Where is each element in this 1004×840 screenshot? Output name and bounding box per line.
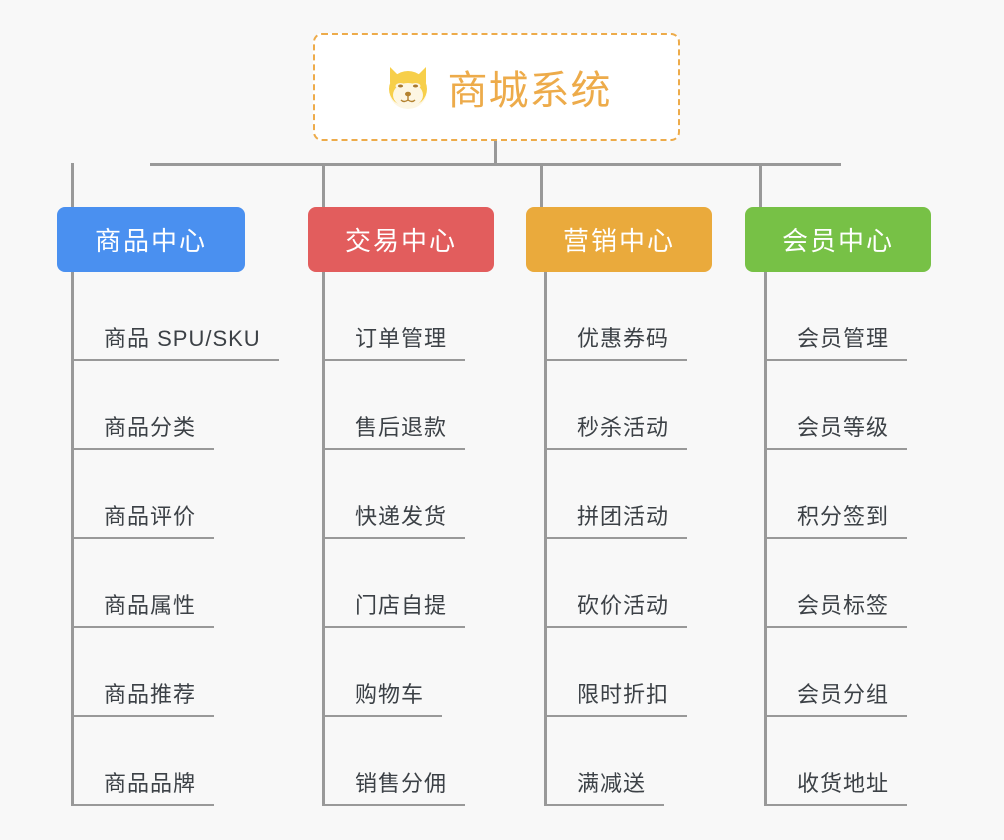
leaf-item-label: 满减送 xyxy=(577,771,647,796)
leaf-underline: 会员标签 xyxy=(767,588,908,628)
root-node-shop-system[interactable]: 商城系统 xyxy=(313,33,680,141)
leaf-item[interactable]: 限时折扣 xyxy=(547,628,688,717)
leaf-item[interactable]: 购物车 xyxy=(325,628,443,717)
category-box-2[interactable]: 交易中心 xyxy=(308,207,494,272)
leaf-item-label: 门店自提 xyxy=(355,593,448,618)
shiba-dog-face-icon xyxy=(382,61,434,113)
leaf-item[interactable]: 优惠券码 xyxy=(547,272,688,361)
leaf-item[interactable]: 商品评价 xyxy=(74,450,215,539)
leaf-spine xyxy=(71,272,74,806)
leaf-item-label: 拼团活动 xyxy=(577,504,670,529)
leaf-underline: 购物车 xyxy=(325,677,443,717)
leaf-item[interactable]: 收货地址 xyxy=(767,717,908,806)
leaf-underline: 商品评价 xyxy=(74,499,215,539)
leaf-item[interactable]: 商品分类 xyxy=(74,361,215,450)
leaf-underline: 会员管理 xyxy=(767,321,908,361)
connector-drop-2 xyxy=(322,163,325,208)
leaf-spine xyxy=(544,272,547,806)
leaf-underline: 优惠券码 xyxy=(547,321,688,361)
leaf-item-label: 商品品牌 xyxy=(104,771,197,796)
leaf-spine xyxy=(764,272,767,806)
leaf-underline: 积分签到 xyxy=(767,499,908,539)
leaf-underline: 会员等级 xyxy=(767,410,908,450)
leaf-underline: 商品 SPU/SKU xyxy=(74,321,279,361)
leaf-item[interactable]: 订单管理 xyxy=(325,272,466,361)
leaf-item[interactable]: 商品推荐 xyxy=(74,628,215,717)
leaf-item[interactable]: 销售分佣 xyxy=(325,717,466,806)
leaf-item[interactable]: 拼团活动 xyxy=(547,450,688,539)
leaf-spine xyxy=(322,272,325,806)
connector-root-stem xyxy=(494,141,497,165)
leaf-item-label: 商品评价 xyxy=(104,504,197,529)
connector-drop-1 xyxy=(71,163,74,208)
leaf-item-label: 售后退款 xyxy=(355,415,448,440)
leaf-item-label: 购物车 xyxy=(355,682,425,707)
leaf-item[interactable]: 满减送 xyxy=(547,717,665,806)
leaf-underline: 拼团活动 xyxy=(547,499,688,539)
leaf-underline: 秒杀活动 xyxy=(547,410,688,450)
leaf-item-label: 销售分佣 xyxy=(355,771,448,796)
leaf-item[interactable]: 会员管理 xyxy=(767,272,908,361)
category-label: 会员中心 xyxy=(781,226,894,256)
leaf-item[interactable]: 快递发货 xyxy=(325,450,466,539)
leaf-item-label: 会员管理 xyxy=(797,326,890,351)
leaf-item[interactable]: 会员标签 xyxy=(767,539,908,628)
leaf-underline: 满减送 xyxy=(547,766,665,806)
leaf-underline: 订单管理 xyxy=(325,321,466,361)
leaf-item-label: 收货地址 xyxy=(797,771,890,796)
leaf-item[interactable]: 会员等级 xyxy=(767,361,908,450)
leaf-underline: 会员分组 xyxy=(767,677,908,717)
leaf-item-label: 商品 SPU/SKU xyxy=(104,326,261,351)
leaf-item-label: 商品推荐 xyxy=(104,682,197,707)
category-box-3[interactable]: 营销中心 xyxy=(526,207,712,272)
leaf-item-label: 会员分组 xyxy=(797,682,890,707)
leaf-underline: 砍价活动 xyxy=(547,588,688,628)
category-label: 商品中心 xyxy=(94,226,207,256)
category-box-1[interactable]: 商品中心 xyxy=(57,207,245,272)
root-title: 商城系统 xyxy=(447,69,612,113)
leaf-item-label: 订单管理 xyxy=(355,326,448,351)
leaf-underline: 收货地址 xyxy=(767,766,908,806)
leaf-item[interactable]: 商品 SPU/SKU xyxy=(74,272,279,361)
leaf-item-label: 快递发货 xyxy=(355,504,448,529)
leaf-item[interactable]: 商品属性 xyxy=(74,539,215,628)
leaf-item-label: 限时折扣 xyxy=(577,682,670,707)
leaf-item-label: 砍价活动 xyxy=(577,593,670,618)
leaf-item-label: 积分签到 xyxy=(797,504,890,529)
leaf-item[interactable]: 售后退款 xyxy=(325,361,466,450)
leaf-item[interactable]: 会员分组 xyxy=(767,628,908,717)
leaf-underline: 销售分佣 xyxy=(325,766,466,806)
leaf-item-label: 会员标签 xyxy=(797,593,890,618)
leaf-underline: 门店自提 xyxy=(325,588,466,628)
leaf-item[interactable]: 商品品牌 xyxy=(74,717,215,806)
leaf-underline: 限时折扣 xyxy=(547,677,688,717)
leaf-item-label: 优惠券码 xyxy=(577,326,670,351)
leaf-item[interactable]: 秒杀活动 xyxy=(547,361,688,450)
leaf-underline: 商品分类 xyxy=(74,410,215,450)
leaf-item-label: 秒杀活动 xyxy=(577,415,670,440)
leaf-item-label: 商品属性 xyxy=(104,593,197,618)
leaf-underline: 快递发货 xyxy=(325,499,466,539)
connector-drop-3 xyxy=(540,163,543,208)
connector-drop-4 xyxy=(759,163,762,208)
category-box-4[interactable]: 会员中心 xyxy=(745,207,931,272)
leaf-underline: 商品品牌 xyxy=(74,766,215,806)
leaf-item[interactable]: 砍价活动 xyxy=(547,539,688,628)
connector-horizontal-bus xyxy=(150,163,841,166)
leaf-item-label: 会员等级 xyxy=(797,415,890,440)
category-label: 营销中心 xyxy=(562,226,675,256)
leaf-item[interactable]: 门店自提 xyxy=(325,539,466,628)
leaf-item[interactable]: 积分签到 xyxy=(767,450,908,539)
leaf-underline: 商品属性 xyxy=(74,588,215,628)
leaf-underline: 售后退款 xyxy=(325,410,466,450)
leaf-item-label: 商品分类 xyxy=(104,415,197,440)
category-label: 交易中心 xyxy=(344,226,457,256)
leaf-underline: 商品推荐 xyxy=(74,677,215,717)
